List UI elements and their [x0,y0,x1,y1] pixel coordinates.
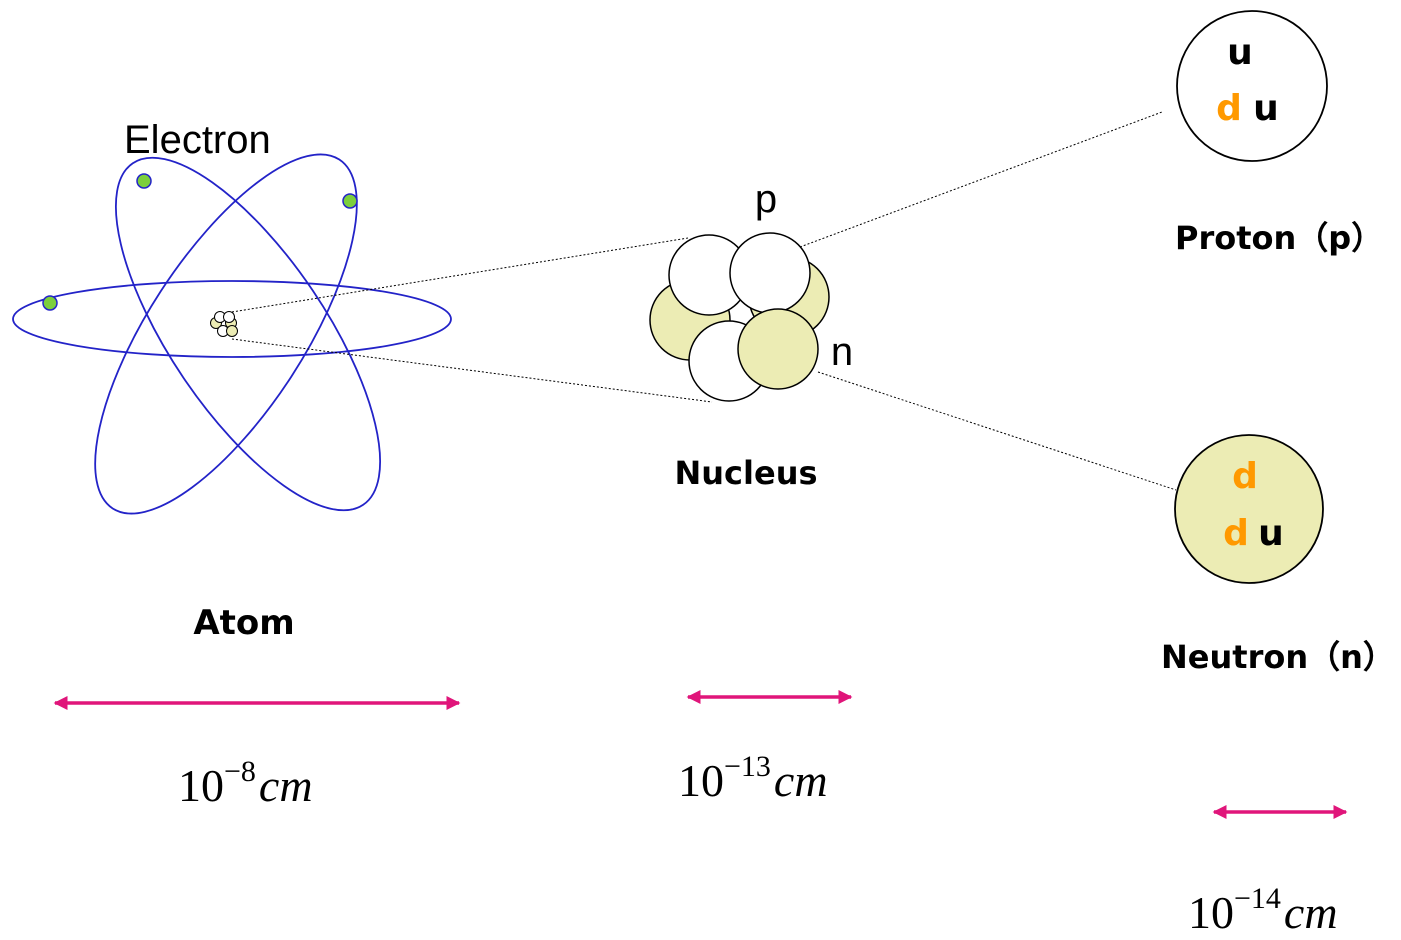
neutron-quark-top: d [1232,456,1258,497]
neutron-quark-right: u [1258,513,1284,554]
nucleus-proton-label: p [755,177,777,221]
neutron-circle [1174,434,1324,584]
atom-nucleus-mini [210,311,238,337]
electron-dot [342,193,358,209]
neutron-group: d d u Neutron（n） [1161,434,1395,676]
zoom-lines [231,111,1177,491]
atom-title: Atom [193,603,294,643]
nucleus-neutron-label: n [831,330,853,374]
proton-quark-right: u [1253,88,1279,129]
atom-group: Electron Atom [12,118,452,643]
proton-quark-top: u [1227,32,1253,73]
quark-scale-label: 10−14cm [1188,882,1338,938]
nucleus-scale-label: 10−13cm [678,750,828,806]
orbit-horizontal [12,280,452,358]
zoom-line-atom-top [231,237,689,313]
proton-group: u d u Proton（p） [1175,10,1383,257]
proton-title: Proton（p） [1175,219,1383,257]
proton-ball [729,232,811,314]
electron-dot [136,173,152,189]
zoom-line-neutron [817,371,1177,491]
atom-scale-label: 10−8cm [178,755,313,811]
orbit-tilted-left [114,156,382,512]
electron-dot [42,295,58,311]
neutron-title: Neutron（n） [1161,638,1395,676]
proton-quark-left: d [1216,88,1242,129]
electron-label: Electron [124,118,271,162]
zoom-line-proton [799,111,1163,248]
orbit-tilted-right [94,153,358,515]
nucleus-group: p n Nucleus [649,177,853,492]
zoom-line-atom-bottom [231,338,713,403]
neutron-ball [737,308,819,390]
neutron-quark-left: d [1223,513,1249,554]
proton-circle [1176,10,1328,162]
nucleus-title: Nucleus [674,454,817,492]
